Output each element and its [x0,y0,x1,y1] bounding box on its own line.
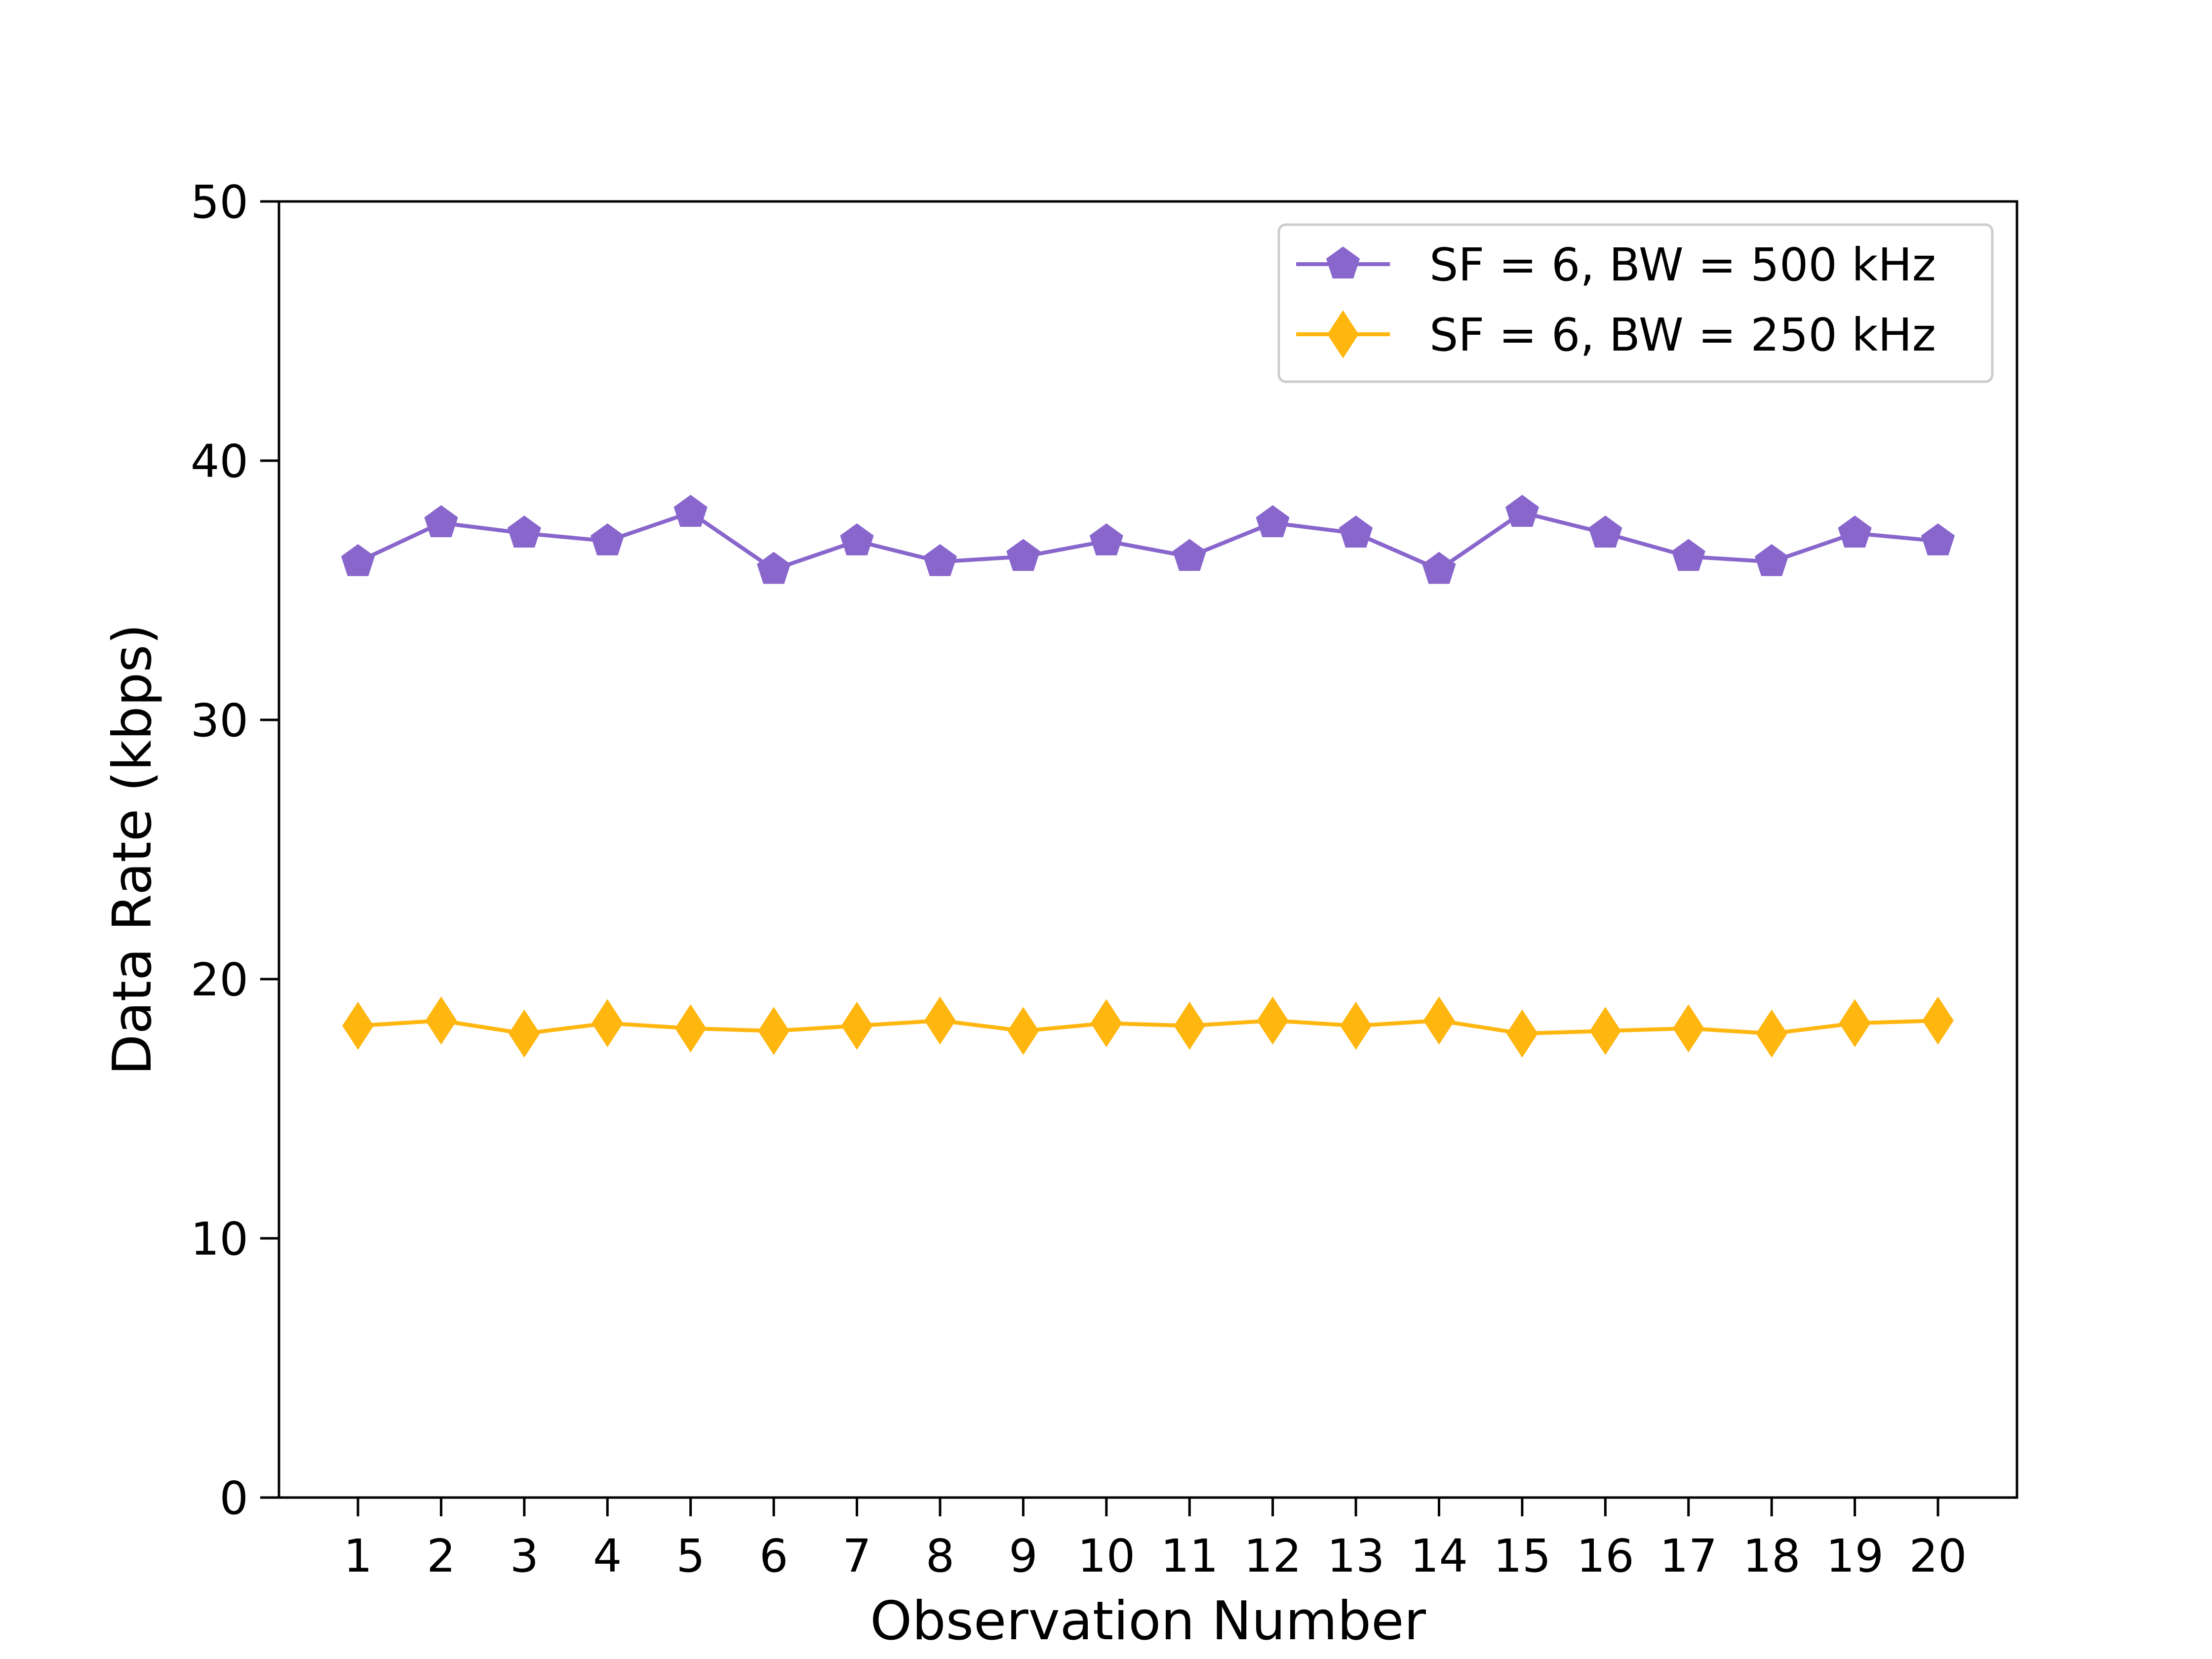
data-point [1007,1007,1039,1055]
data-point [1505,495,1539,527]
data-point [1256,505,1290,537]
data-point [1672,1004,1704,1053]
data-point [1339,515,1373,548]
data-point [509,1009,540,1058]
data-point [1422,552,1456,584]
x-tick-label: 17 [1659,1530,1717,1582]
data-point [1173,539,1207,571]
data-point [1921,523,1955,555]
legend-marker [1327,310,1359,358]
x-tick-label: 1 [344,1530,373,1582]
data-point [1588,515,1622,548]
data-point [1506,1009,1538,1058]
series-2 [342,996,1954,1058]
data-point [425,996,457,1045]
legend-item: SF = 6, BW = 500 kHz [1296,238,1936,291]
data-point [342,1001,374,1050]
x-tick-label: 6 [759,1530,789,1582]
x-tick-label: 5 [676,1530,705,1582]
legend-label: SF = 6, BW = 250 kHz [1429,309,1936,361]
x-tick-label: 12 [1244,1530,1302,1582]
data-point [1922,996,1954,1045]
x-tick-label: 16 [1577,1530,1634,1582]
x-tick-label: 18 [1743,1530,1801,1582]
data-point [1839,999,1871,1047]
series-1 [341,495,1955,584]
legend-label: SF = 6, BW = 500 kHz [1429,238,1936,291]
x-tick-label: 19 [1826,1530,1884,1582]
x-tick-label: 10 [1077,1530,1135,1582]
data-point [1589,1007,1621,1055]
data-point [1006,539,1040,571]
axes-frame [277,200,2018,1499]
data-point [1756,1009,1787,1058]
legend-item: SF = 6, BW = 250 kHz [1296,309,1936,361]
data-point [1090,999,1122,1047]
legend-box [1277,223,1994,383]
data-point [674,1004,707,1053]
data-point [673,495,708,527]
data-point [840,523,874,555]
x-axis-label: Observation Number [870,1590,1426,1652]
y-axis: 0 10 20 30 40 50 [191,176,279,1525]
x-tick-label: 14 [1410,1530,1468,1582]
data-point [424,505,458,537]
data-point [757,552,791,584]
legend-marker [1326,246,1360,278]
x-tick-label: 15 [1493,1530,1551,1582]
data-point [841,1001,873,1050]
y-tick-label: 30 [191,694,248,747]
x-tick-label: 8 [926,1530,955,1582]
data-point [1174,1001,1206,1050]
data-point [341,544,375,576]
x-tick-label: 3 [510,1530,539,1582]
x-tick-label: 4 [593,1530,622,1582]
data-point [1423,996,1455,1045]
x-tick-label: 13 [1327,1530,1385,1582]
data-point [1671,539,1705,571]
data-point [924,996,956,1045]
data-point [1089,523,1123,555]
y-tick-label: 0 [219,1472,248,1525]
y-axis-label: Data Rate (kbps) [102,624,163,1075]
data-point [591,523,625,555]
x-tick-label: 11 [1161,1530,1219,1582]
data-point [1838,515,1872,548]
y-tick-label: 20 [191,953,248,1006]
plot-area [341,495,1955,1058]
x-tick-label: 9 [1009,1530,1038,1582]
data-point [592,999,624,1047]
data-point [507,515,541,548]
data-point [923,544,957,576]
data-point [1340,1001,1372,1050]
x-tick-label: 7 [842,1530,871,1582]
data-point [1755,544,1789,576]
y-tick-label: 10 [191,1213,248,1265]
x-tick-label: 20 [1909,1530,1967,1582]
y-tick-label: 40 [191,435,248,488]
legend: SF = 6, BW = 500 kHz SF = 6, BW = 250 kHz [1277,223,1994,383]
x-tick-label: 2 [427,1530,456,1582]
y-tick-label: 50 [191,176,248,229]
data-point [1257,996,1289,1045]
data-point [758,1007,790,1055]
